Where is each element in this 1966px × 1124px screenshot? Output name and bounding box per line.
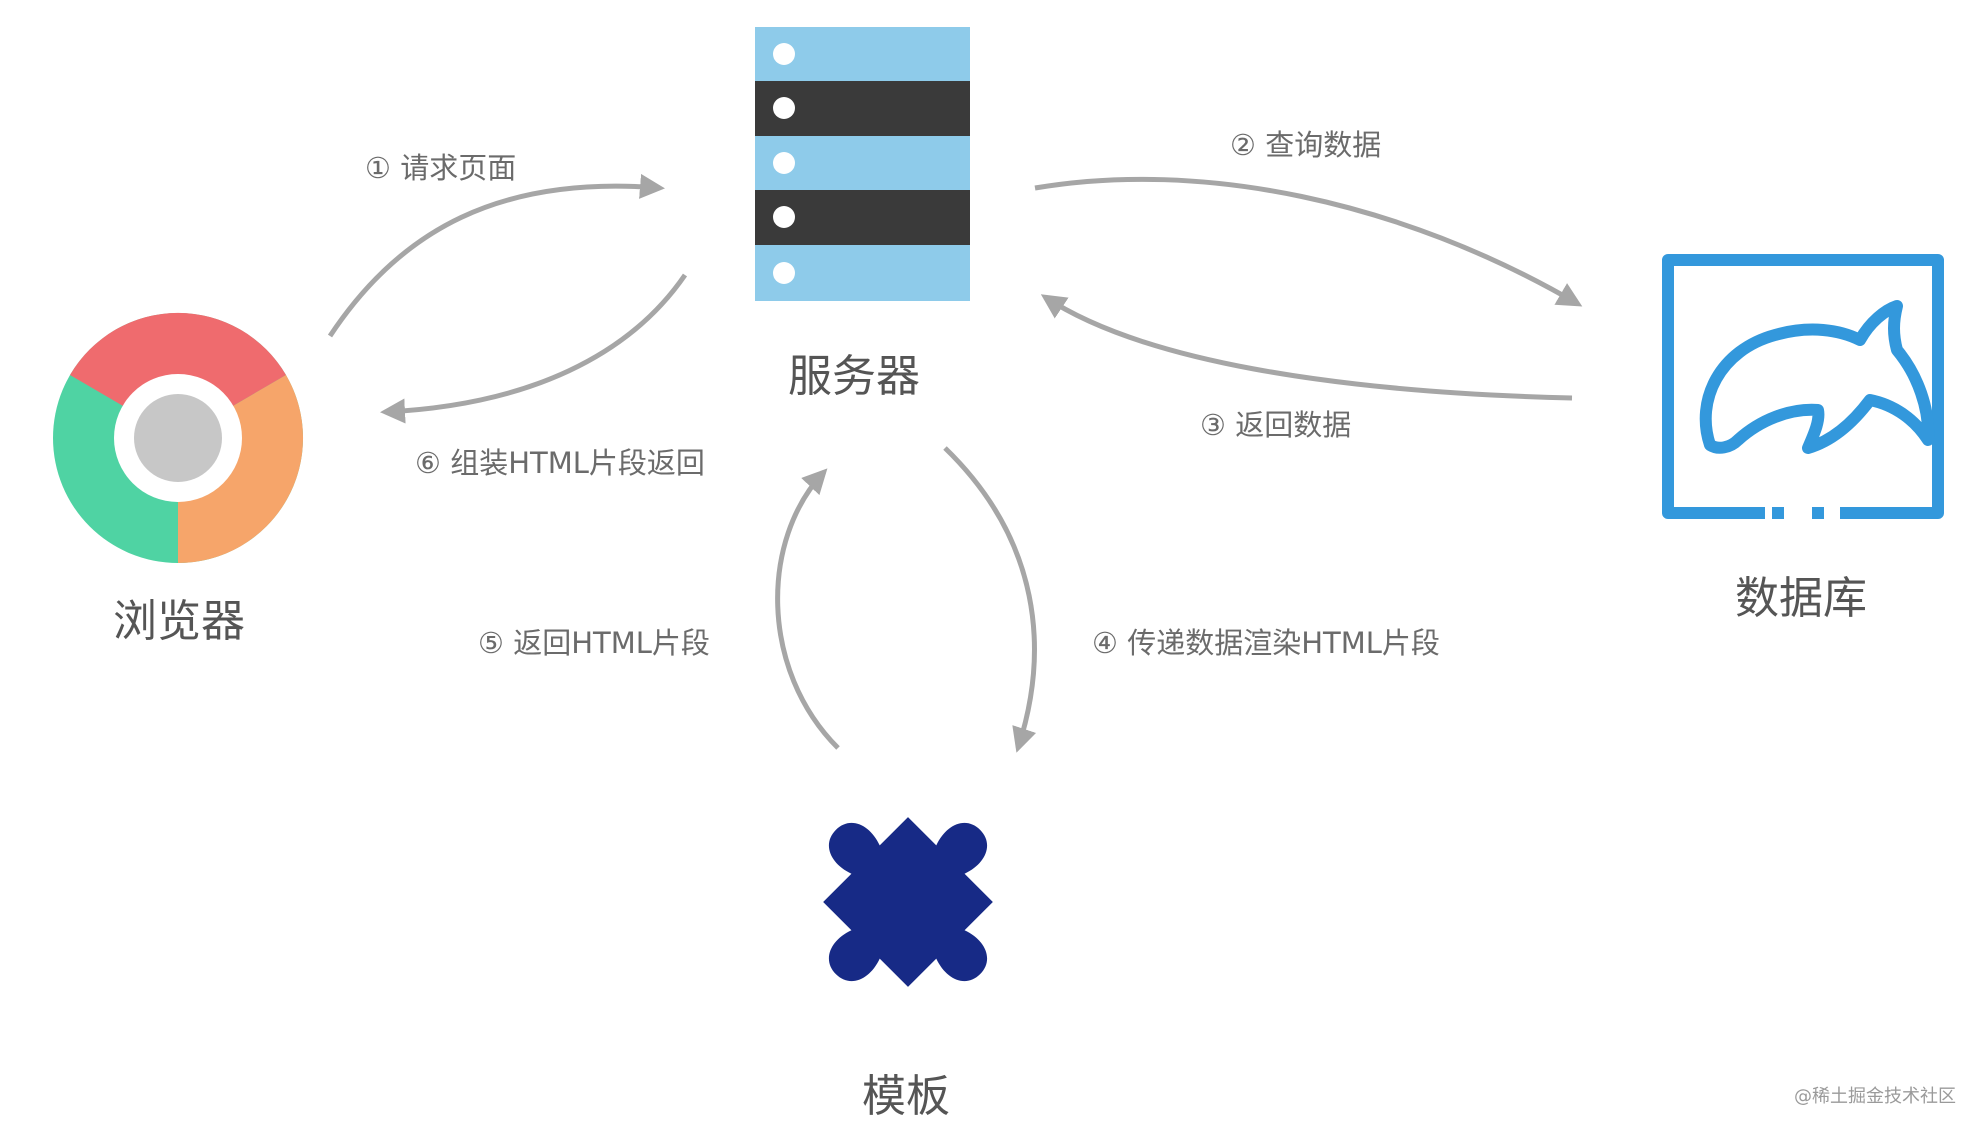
puzzle-piece-icon — [823, 817, 993, 987]
server-label: 服务器 — [788, 351, 920, 402]
edge-label-return-html-fragment: ⑤ 返回HTML片段 — [478, 626, 710, 660]
arrow-query-data — [1034, 176, 1583, 307]
edge-label-pass-data-render: ④ 传递数据渲染HTML片段 — [1092, 626, 1440, 660]
server-rack-icon — [755, 27, 970, 301]
template-label: 模板 — [862, 1071, 950, 1122]
arrow-request-page — [327, 173, 665, 338]
mysql-dolphin-icon — [1662, 254, 1944, 519]
chrome-icon — [53, 312, 304, 563]
browser-label: 浏览器 — [113, 596, 245, 647]
arrow-pass-data-render — [943, 446, 1037, 753]
edge-label-assemble-html: ⑥ 组装HTML片段返回 — [415, 446, 705, 480]
database-label: 数据库 — [1735, 573, 1867, 624]
arrow-return-html-fragment — [775, 468, 840, 750]
edge-label-query-data: ② 查询数据 — [1230, 128, 1382, 162]
watermark: @稀土掘金技术社区 — [1794, 1086, 1956, 1107]
edge-label-request-page: ① 请求页面 — [365, 151, 517, 185]
edge-label-return-data: ③ 返回数据 — [1200, 408, 1352, 442]
arrow-return-data — [1040, 294, 1573, 401]
arrow-return-assembled-html — [380, 273, 688, 424]
